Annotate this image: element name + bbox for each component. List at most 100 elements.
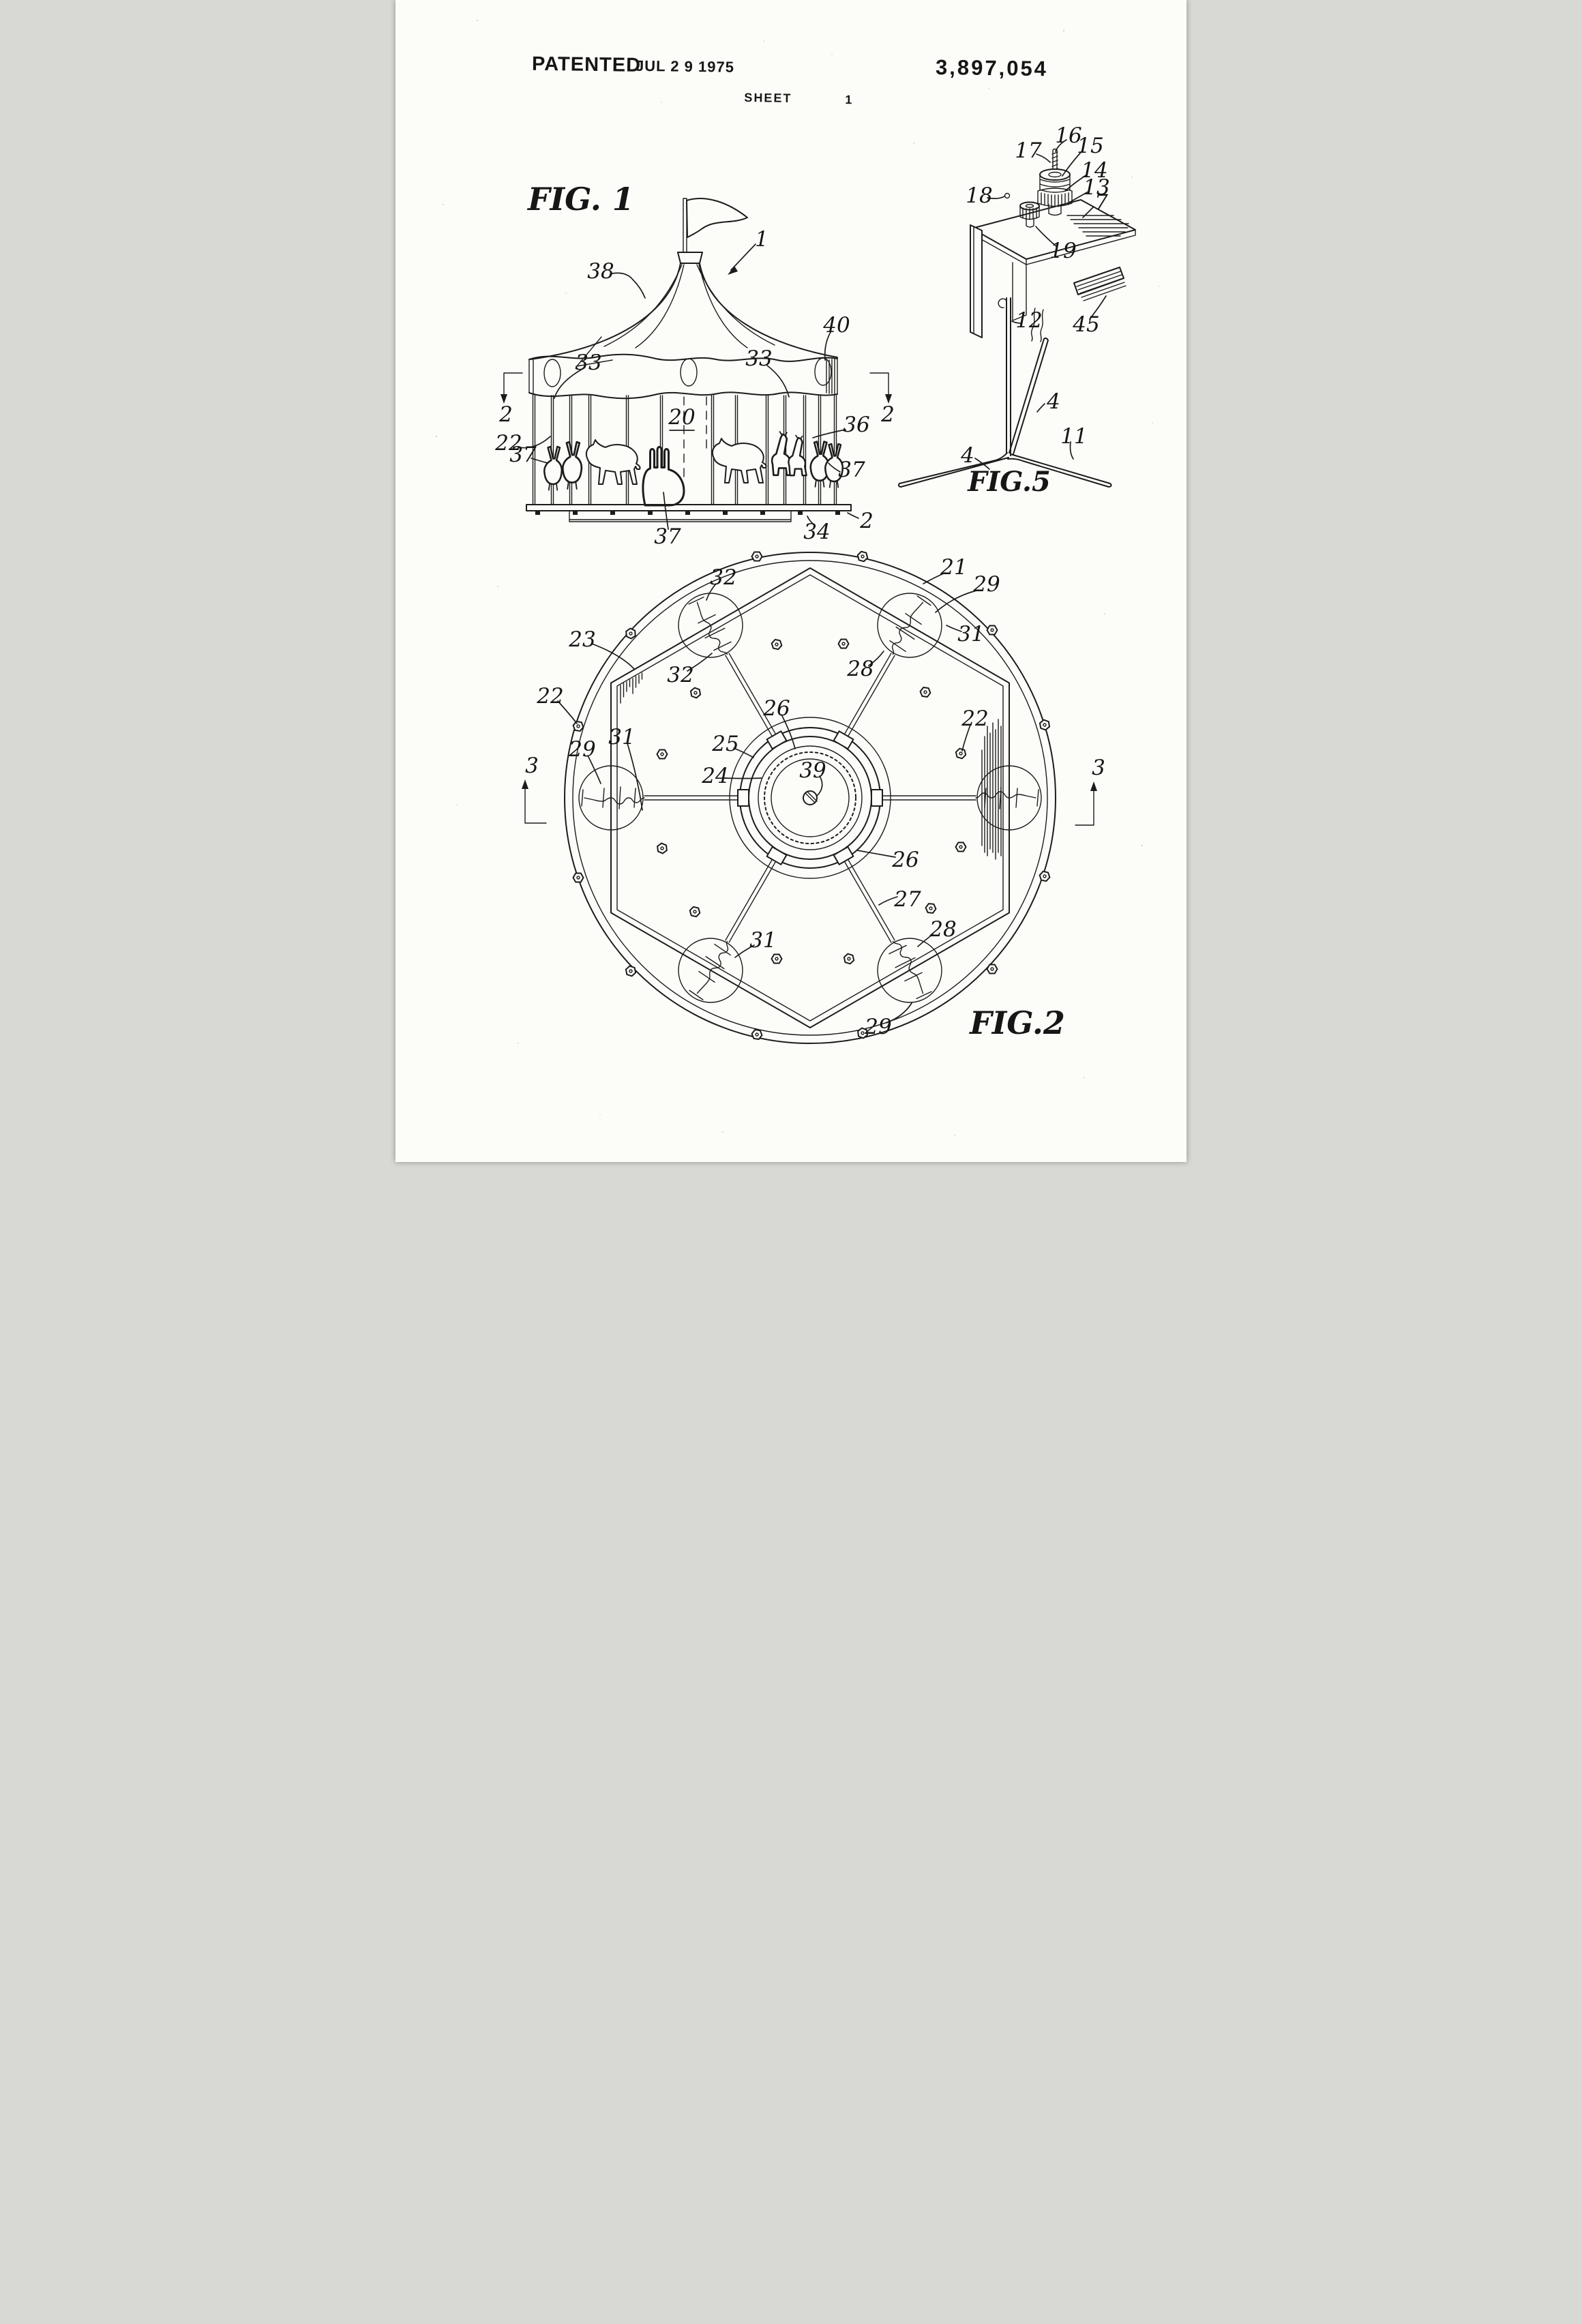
ref-32-top: 32 bbox=[710, 565, 736, 590]
spoke-lower-left bbox=[689, 846, 788, 1000]
fig2-callouts: 21 29 31 32 32 23 28 22 29 31 25 24 26 3… bbox=[525, 555, 1105, 1039]
platform-rail bbox=[526, 504, 852, 511]
spoke-lower-right bbox=[833, 846, 932, 1000]
fig5-leader-lines bbox=[974, 139, 1107, 470]
hexagon-hatch-right bbox=[981, 719, 1002, 860]
ref-29-left: 29 bbox=[568, 737, 595, 762]
hexagon-frame-inner bbox=[616, 574, 1004, 1022]
ref-4-left: 4 bbox=[960, 443, 974, 468]
center-axis-dashes bbox=[683, 396, 707, 482]
platform-lower-step bbox=[569, 510, 792, 522]
ref-19: 19 bbox=[1049, 239, 1076, 263]
support-pole bbox=[1006, 297, 1011, 456]
ref-7: 7 bbox=[1094, 190, 1108, 215]
fig1-callouts: 38 1 40 33 33 2 2 20 22 36 37 37 37 34 2 bbox=[494, 227, 895, 549]
ref-24: 24 bbox=[701, 764, 728, 788]
ref-22: 22 bbox=[494, 431, 522, 456]
ref-12: 12 bbox=[1015, 308, 1042, 333]
crank-circle-upper-right bbox=[877, 593, 942, 658]
center-shaft bbox=[803, 790, 818, 805]
worm-gear-stack bbox=[1037, 168, 1073, 216]
crank-circle-lower-left bbox=[678, 938, 743, 1003]
ref-26-top: 26 bbox=[762, 696, 790, 721]
fig2-leader-lines bbox=[557, 572, 977, 1024]
carousel-animal-giraffe bbox=[788, 434, 807, 477]
valance-top-edge bbox=[528, 353, 838, 362]
fig2-caption: FIG.2 bbox=[968, 1004, 1065, 1041]
crank-circle-lower-right bbox=[877, 938, 942, 1003]
ref-39: 39 bbox=[799, 758, 826, 783]
ref-32-lower: 32 bbox=[667, 663, 693, 687]
ref-11: 11 bbox=[1060, 424, 1087, 449]
fig2-section-markers bbox=[522, 779, 1097, 826]
page-header: PATENTED JUL 2 9 1975 3,897,054 SHEET 1 bbox=[532, 53, 1048, 107]
paper-speckles bbox=[436, 20, 1160, 1136]
carousel-animal-giraffe bbox=[771, 431, 792, 477]
tent-right-slope bbox=[699, 263, 838, 358]
ref-13: 13 bbox=[1083, 175, 1109, 200]
ref-3-right: 3 bbox=[1092, 756, 1105, 780]
patent-date-stamp: JUL 2 9 1975 bbox=[636, 57, 734, 76]
ref-29-top-right: 29 bbox=[972, 572, 1000, 597]
ref-29-bottom: 29 bbox=[864, 1015, 891, 1039]
valance-oval-left bbox=[543, 359, 561, 387]
ref-23: 23 bbox=[568, 627, 595, 652]
ref-22-left: 22 bbox=[536, 684, 563, 709]
figure-5: 17 16 15 14 13 7 18 19 12 45 4 4 11 FIG.… bbox=[897, 123, 1136, 498]
tent-left-slope bbox=[530, 263, 681, 360]
platform-outer-circle bbox=[564, 552, 1056, 1044]
motor-wires bbox=[1030, 308, 1044, 342]
pole-hook-loop bbox=[998, 298, 1007, 308]
hexagon-hatch-upper-left bbox=[620, 672, 643, 704]
fig2-drawing bbox=[564, 550, 1056, 1044]
ref-45: 45 bbox=[1072, 312, 1099, 337]
carousel-animal-horse bbox=[585, 439, 641, 485]
valance-bottom-edge bbox=[528, 391, 838, 400]
ref-27: 27 bbox=[893, 887, 921, 912]
spoke-upper-right bbox=[833, 595, 931, 750]
ref-37-right: 37 bbox=[838, 458, 865, 482]
ref-20: 20 bbox=[668, 405, 695, 430]
ref-3-left: 3 bbox=[525, 754, 539, 778]
ref-2-base: 2 bbox=[859, 509, 874, 533]
fig1-caption: FIG. 1 bbox=[526, 181, 634, 218]
ref-31-bottom: 31 bbox=[749, 928, 776, 953]
fig5-callouts: 17 16 15 14 13 7 18 19 12 45 4 4 11 bbox=[960, 123, 1110, 468]
fig1-section-markers bbox=[501, 372, 892, 404]
valance-end-caps bbox=[528, 358, 838, 395]
sheet-number: 1 bbox=[845, 93, 853, 106]
ref-28-bottom-right: 28 bbox=[929, 917, 956, 942]
carousel-animal-horse bbox=[711, 438, 767, 483]
patent-number: 3,897,054 bbox=[936, 55, 1048, 80]
sheet-label: SHEET bbox=[744, 91, 792, 105]
ref-34: 34 bbox=[803, 520, 830, 544]
hex-nuts bbox=[572, 550, 1051, 1040]
ref-21: 21 bbox=[940, 555, 967, 580]
patent-sheet: PATENTED JUL 2 9 1975 3,897,054 SHEET 1 … bbox=[395, 0, 1186, 1162]
tripod-leg-right bbox=[1007, 453, 1112, 488]
ref-31-left: 31 bbox=[608, 725, 635, 749]
pivot-pin bbox=[1004, 192, 1011, 199]
ref-18: 18 bbox=[966, 183, 992, 208]
patent-drawing-svg: PATENTED JUL 2 9 1975 3,897,054 SHEET 1 … bbox=[436, 20, 1160, 1136]
ref-38: 38 bbox=[587, 259, 614, 284]
figure-1: FIG. 1 bbox=[494, 181, 895, 549]
tripod-leg-upper bbox=[1009, 337, 1049, 455]
spoke-upper-left bbox=[688, 596, 788, 750]
valance-oval-right bbox=[814, 357, 832, 386]
ref-33-right: 33 bbox=[745, 346, 772, 371]
ref-40: 40 bbox=[822, 313, 850, 338]
crank-circle-right bbox=[976, 765, 1042, 831]
fig1-leader-lines bbox=[518, 243, 859, 530]
carousel-animal-rabbit bbox=[543, 445, 563, 491]
pinion-gear bbox=[1019, 201, 1040, 228]
crank-circle-left bbox=[578, 765, 644, 831]
crank-circle-upper-left bbox=[678, 593, 743, 658]
clamp-bracket-hatch bbox=[1076, 271, 1126, 301]
carousel-animal-rabbit bbox=[561, 441, 583, 490]
platform-feet bbox=[535, 511, 840, 515]
ref-36: 36 bbox=[843, 413, 869, 437]
center-gear-hub bbox=[729, 717, 891, 879]
under-bracket bbox=[1012, 262, 1027, 321]
valance-oval-center bbox=[680, 358, 698, 387]
